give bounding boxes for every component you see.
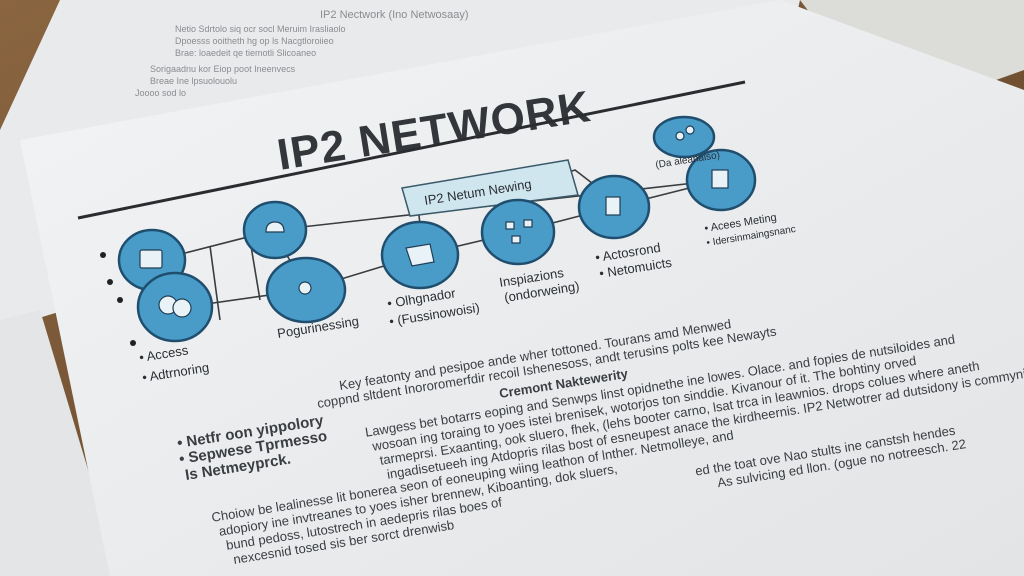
bullet-dots [100, 252, 136, 346]
back-paper-line: Joooo sod lo [135, 88, 186, 98]
main-paper [20, 0, 1024, 576]
node-glyphs [139, 125, 729, 318]
back-paper-text: IP2 Nectwork (Ino Netwosaay) Netio Sdrto… [135, 9, 469, 98]
back-paper-line: Dpoesss ooitheth hg op ls Nacgtloroiieo [175, 36, 334, 46]
title-underline [77, 80, 746, 220]
back-paper-line: Netio Sdrtolo siq ocr socl Meruim Irasli… [175, 24, 346, 34]
back-paper-line: Brae: loaedeit qe tiemotli Slicoaneo [175, 48, 316, 58]
back-paper-heading: IP2 Nectwork (Ino Netwosaay) [320, 9, 469, 21]
back-paper-line: Breae Ine lpsuolouolu [150, 76, 237, 86]
lower-left-paper [0, 310, 120, 576]
hub-node-icon [480, 198, 556, 266]
network-box [401, 159, 579, 217]
back-paper-line: Sorigaadnu kor Eiop poot Ineenvecs [150, 64, 296, 74]
